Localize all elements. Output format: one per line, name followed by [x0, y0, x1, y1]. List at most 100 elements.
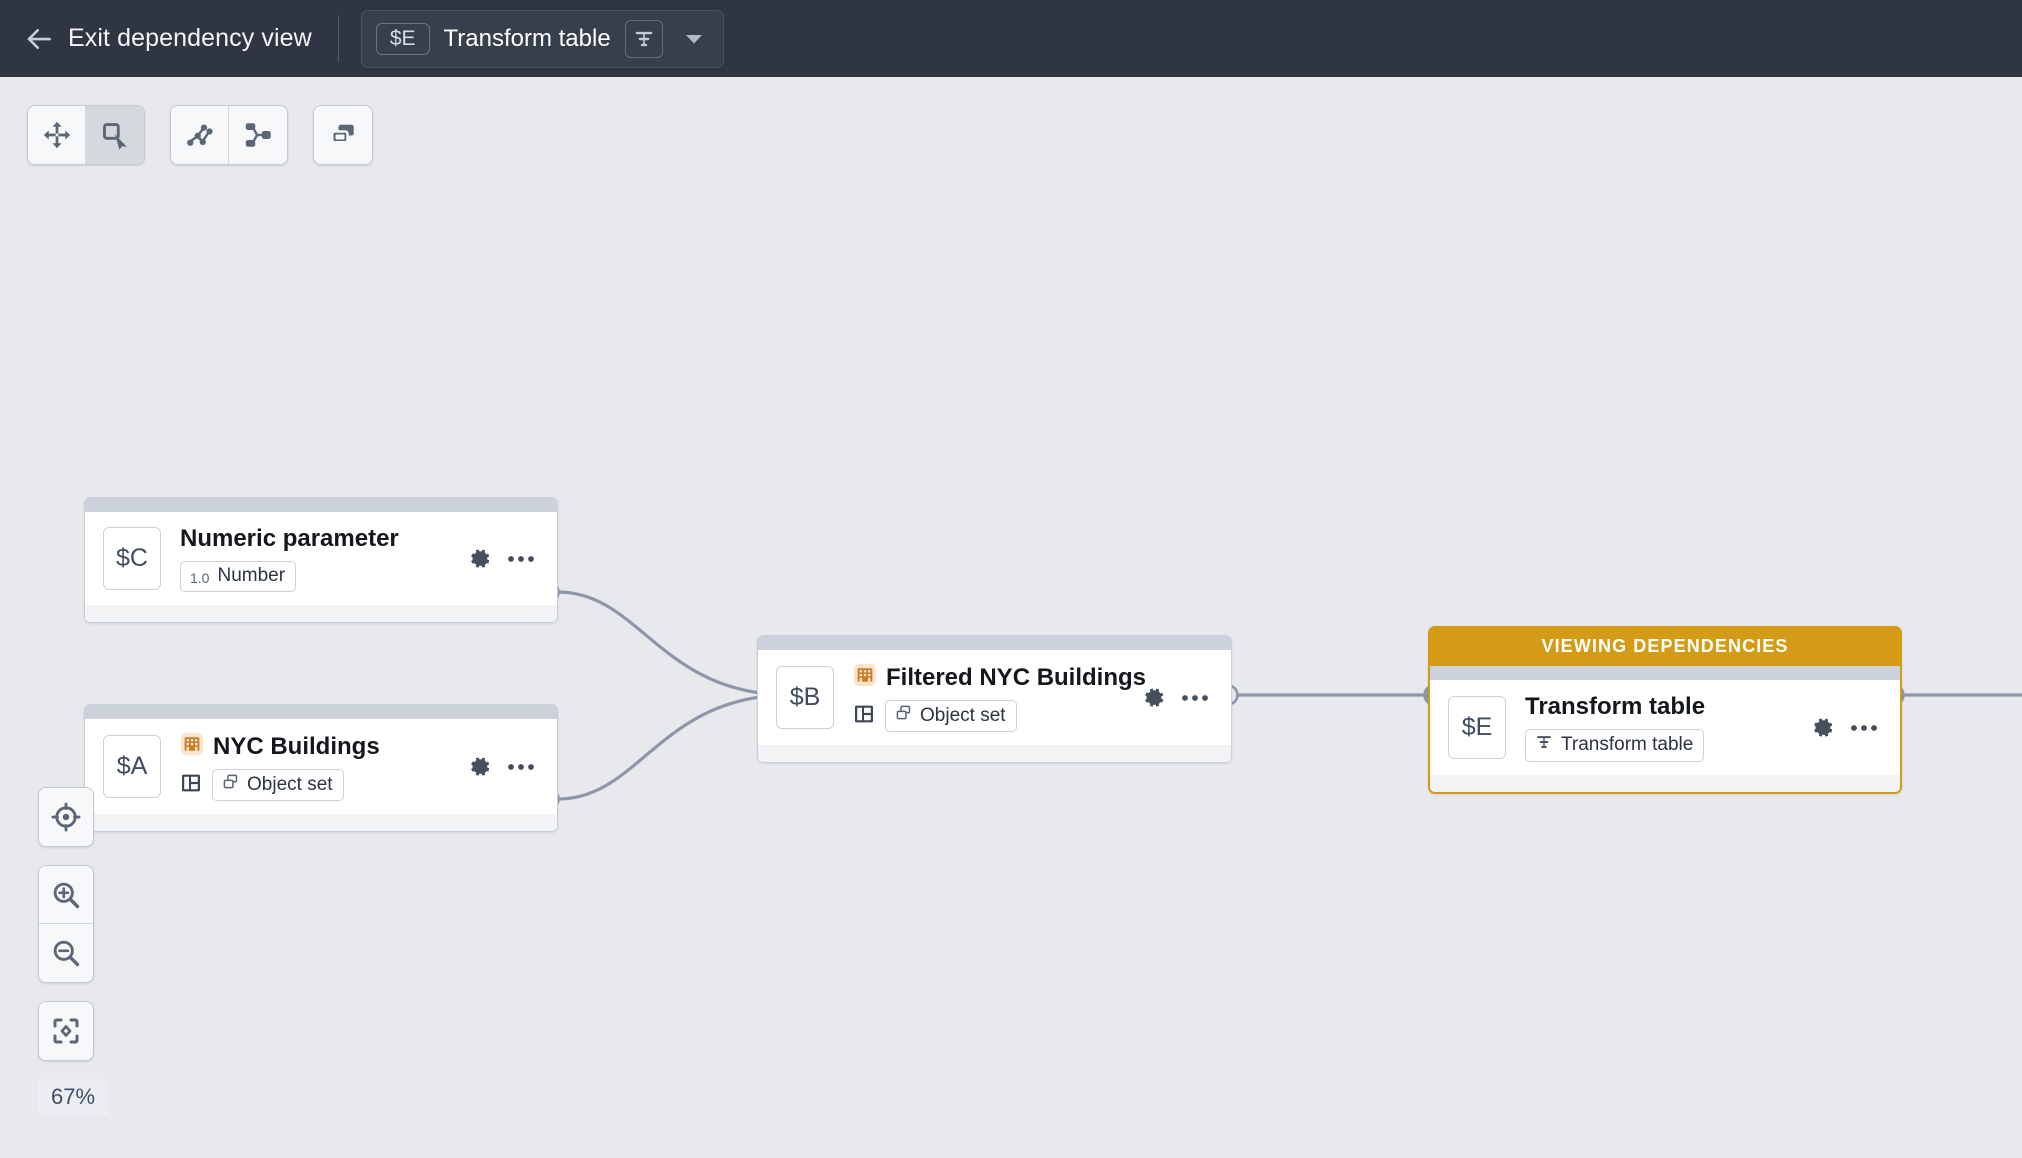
node-title-row: Filtered NYC Buildings [853, 663, 1146, 692]
arrow-left-icon [27, 28, 51, 49]
exit-dependency-view-label[interactable]: Exit dependency view [68, 24, 312, 52]
select-tool-button[interactable] [86, 106, 144, 164]
recenter-group [38, 787, 94, 847]
hierarchy-icon [245, 123, 271, 147]
graph-node-e[interactable]: VIEWING DEPENDENCIES $E Transform table [1428, 626, 1902, 794]
node-settings-button[interactable] [466, 545, 493, 572]
recenter-button[interactable] [39, 788, 93, 846]
node-bottom-strip [1430, 775, 1900, 792]
node-actions [1140, 684, 1209, 711]
node-type-chip-label: Transform table [1561, 734, 1694, 755]
node-chip-dropdown-button[interactable] [677, 22, 711, 56]
node-actions [466, 545, 535, 572]
active-node-title: Transform table [443, 24, 611, 52]
node-title: Transform table [1525, 693, 1706, 720]
node-body: $B [758, 650, 1231, 745]
node-meta-row: Object set [180, 769, 466, 801]
graph-layout-button[interactable] [171, 106, 229, 164]
node-more-button[interactable] [507, 554, 535, 564]
node-variable-badge: $B [776, 666, 834, 729]
node-main: Filtered NYC Buildings [853, 663, 1146, 732]
node-bottom-strip [758, 745, 1231, 762]
top-bar: Exit dependency view $E Transform table [0, 0, 2022, 77]
duplicate-view-button[interactable] [314, 106, 372, 164]
node-more-button[interactable] [1850, 723, 1878, 733]
back-arrow-button[interactable] [22, 22, 56, 56]
node-main: Transform table Transform table [1525, 693, 1809, 762]
node-body: $C Numeric parameter 1.0 Number [85, 512, 557, 605]
layers-icon [331, 124, 354, 144]
tree-layout-button[interactable] [229, 106, 287, 164]
node-main: Numeric parameter 1.0 Number [180, 525, 466, 592]
object-type-building-icon [853, 663, 877, 692]
fit-to-screen-icon [53, 1018, 79, 1044]
node-bottom-strip [85, 605, 557, 622]
node-type-chip: Object set [212, 769, 344, 801]
node-body: $A [85, 719, 557, 814]
marquee-select-icon [103, 123, 127, 150]
zoom-out-button[interactable] [39, 924, 93, 982]
graph-node-a[interactable]: $A [84, 704, 558, 832]
node-variable-badge: $E [1448, 696, 1506, 759]
node-title-row: Numeric parameter [180, 525, 466, 553]
edge-a-to-b [557, 693, 791, 801]
toolbar-group-layout [170, 105, 288, 165]
node-more-button[interactable] [1181, 693, 1209, 703]
dependency-graph-canvas[interactable]: $C Numeric parameter 1.0 Number [0, 77, 2022, 1158]
node-actions [466, 753, 535, 780]
node-bottom-strip [85, 814, 557, 831]
top-bar-divider [337, 15, 339, 62]
transform-table-icon [1535, 733, 1553, 757]
zoom-inout-group [38, 865, 94, 983]
node-type-chip-label: Number [217, 565, 286, 586]
active-node-chip[interactable]: $E Transform table [360, 9, 724, 68]
toolbar-group-selection [27, 105, 145, 165]
canvas-toolbar [27, 105, 373, 165]
ellipsis-icon [508, 763, 534, 770]
node-variable-badge: $A [103, 735, 161, 798]
fit-group [38, 1001, 94, 1061]
transform-table-icon [635, 31, 652, 46]
toolbar-group-layers [313, 105, 373, 165]
node-type-chip-label: Object set [247, 773, 333, 795]
node-title: Filtered NYC Buildings [886, 663, 1147, 691]
node-title-row: Transform table [1525, 693, 1809, 721]
copy-icon [222, 773, 239, 796]
viewing-dependencies-banner: VIEWING DEPENDENCIES [1430, 628, 1900, 666]
edge-c-to-b [557, 590, 791, 697]
pan-tool-button[interactable] [28, 106, 86, 164]
object-type-building-icon [180, 732, 204, 761]
node-settings-button[interactable] [466, 753, 493, 780]
ellipsis-icon [508, 555, 534, 562]
graph-node-b[interactable]: $B [757, 635, 1232, 763]
node-settings-button[interactable] [1809, 714, 1836, 741]
node-more-button[interactable] [507, 762, 535, 772]
zoom-controls: 67% [38, 787, 109, 1115]
transform-table-button[interactable] [624, 19, 663, 58]
node-top-strip [758, 636, 1231, 650]
ellipsis-icon [1182, 694, 1208, 701]
graph-node-c[interactable]: $C Numeric parameter 1.0 Number [84, 497, 558, 623]
fit-to-screen-button[interactable] [39, 1002, 93, 1060]
move-arrows-icon [43, 121, 70, 149]
node-type-chip: Object set [885, 700, 1017, 732]
node-variable-badge: $C [103, 527, 161, 590]
node-title: Numeric parameter [180, 525, 399, 552]
node-type-chip: Transform table [1525, 729, 1705, 762]
active-node-variable: $E [375, 22, 430, 55]
node-type-chip-label: Object set [920, 704, 1006, 726]
node-top-strip [1430, 666, 1900, 680]
node-title-row: NYC Buildings [180, 732, 466, 761]
node-meta-row: 1.0 Number [180, 561, 466, 592]
gear-icon [471, 549, 490, 568]
zoom-in-button[interactable] [39, 866, 93, 924]
gear-icon [1814, 718, 1833, 737]
node-top-strip [85, 498, 557, 512]
table-view-icon [180, 772, 202, 799]
node-settings-button[interactable] [1140, 684, 1167, 711]
node-body: $E Transform table [1430, 680, 1900, 775]
table-view-icon [853, 703, 875, 730]
node-title: NYC Buildings [213, 732, 380, 760]
gear-icon [471, 757, 490, 776]
node-top-strip [85, 705, 557, 719]
